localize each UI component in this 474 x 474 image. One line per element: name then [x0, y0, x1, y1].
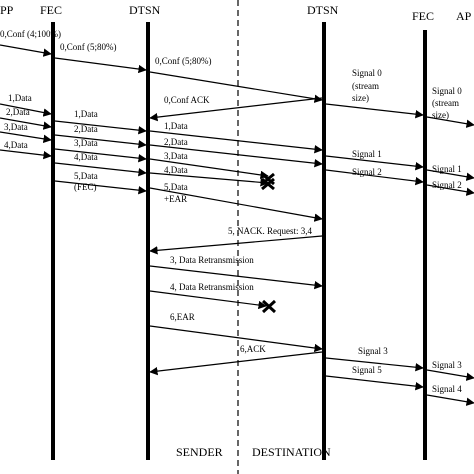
- arrow-signal5-dtsn-fec: [325, 375, 424, 391]
- loss-mark-4: [261, 177, 275, 191]
- arrow-signal3-fec-app: [426, 369, 474, 381]
- label-signal0-a-3: size): [352, 93, 369, 103]
- footer-destination: DESTINATION: [252, 445, 331, 459]
- arrow-app-data-3: [0, 131, 52, 143]
- arrow-ear: [149, 325, 323, 353]
- label-signal2-a: Signal 2: [352, 167, 382, 177]
- label-signal0-b-1: Signal 0: [432, 86, 462, 96]
- arrow-signal1-fec-app: [426, 169, 474, 181]
- arrow-retrans3: [149, 265, 323, 290]
- label-signal0-a-2: (stream: [352, 81, 379, 91]
- arrow-signal3-dtsn-fec: [325, 357, 424, 372]
- label-ack: 6,ACK: [240, 344, 266, 354]
- label-app-data-3: 3,Data: [4, 122, 28, 132]
- label-signal0-a-1: Signal 0: [352, 68, 382, 78]
- arrow-app-data-4: [0, 149, 52, 160]
- header-dtsn-left: DTSN: [129, 3, 161, 17]
- header-fec-right: FEC: [412, 9, 434, 23]
- footer-sender: SENDER: [176, 445, 223, 459]
- header-app-right: AP: [456, 9, 472, 23]
- arrow-fec-data-2: [54, 134, 147, 149]
- label-conf-80-a: 0,Conf (5;80%): [60, 42, 117, 52]
- arrow-signal1-dtsn-fec: [325, 155, 424, 171]
- label-dtsn-data-3: 3,Data: [164, 151, 188, 161]
- label-app-data-1: 1,Data: [8, 93, 32, 103]
- label-dtsn-data-4: 4,Data: [164, 165, 188, 175]
- arrow-ack: [149, 351, 323, 376]
- label-conf-80-b: 0,Conf (5;80%): [155, 56, 212, 66]
- arrow-app-data-2: [0, 117, 52, 130]
- arrow-fec-data-1: [54, 120, 147, 135]
- label-fec-data-3: 3,Data: [74, 138, 98, 148]
- label-conf-100: 0,Conf (4;100%): [0, 29, 61, 39]
- label-fec-data-1: 1,Data: [74, 109, 98, 119]
- arrow-app-data-1: [0, 103, 52, 117]
- label-signal4-b: Signal 4: [432, 384, 462, 394]
- arrow-fec-data-4: [54, 162, 147, 177]
- label-dtsn-data-5: 5,Data: [164, 182, 188, 192]
- arrow-conf-app-fec: [0, 44, 52, 57]
- header-fec-left: FEC: [40, 3, 62, 17]
- label-retrans4: 4, Data Retransmission: [170, 282, 254, 292]
- arrow-dtsn-data-5: [149, 187, 323, 222]
- label-signal3-a: Signal 3: [358, 346, 388, 356]
- arrow-dtsn-data-1: [149, 130, 323, 154]
- arrow-dtsn-data-4: [149, 172, 269, 187]
- arrow-signal4-fec-app: [426, 394, 474, 406]
- arrow-dtsn-data-3: [149, 158, 269, 180]
- label-fec-data-note: (FEC): [74, 182, 97, 192]
- label-app-data-4: 4,Data: [4, 140, 28, 150]
- loss-mark-retrans4: [261, 299, 277, 314]
- label-ear: 6,EAR: [170, 312, 195, 322]
- header-app-left: PP: [0, 3, 14, 17]
- label-fec-data-2: 2,Data: [74, 124, 98, 134]
- label-conf-ack: 0,Conf ACK: [164, 95, 210, 105]
- label-signal0-b-2: (stream: [432, 98, 459, 108]
- arrow-signal2-fec-app: [426, 184, 474, 196]
- arrow-conf-fec-dtsn: [54, 57, 147, 74]
- label-retrans3: 3, Data Retransmission: [170, 255, 254, 265]
- arrow-dtsn-data-2: [149, 144, 323, 168]
- label-nack: 5, NACK. Request: 3,4: [228, 226, 312, 236]
- arrow-signal0-dtsn-fec: [325, 103, 424, 119]
- arrow-fec-data-3: [54, 148, 147, 163]
- label-dtsn-data-2: 2,Data: [164, 137, 188, 147]
- arrow-fec-data-5: [54, 180, 147, 195]
- header-dtsn-right: DTSN: [307, 3, 339, 17]
- label-fec-data-5: 5,Data: [74, 171, 98, 181]
- label-fec-data-4: 4,Data: [74, 152, 98, 162]
- label-signal5-a: Signal 5: [352, 365, 382, 375]
- label-signal3-b: Signal 3: [432, 360, 462, 370]
- label-signal1-a: Signal 1: [352, 149, 382, 159]
- label-dtsn-data-1: 1,Data: [164, 121, 188, 131]
- arrow-retrans4: [149, 290, 267, 310]
- arrow-conf-dtsn-dtsn: [149, 71, 323, 103]
- arrow-signal0-fec-app: [426, 116, 474, 128]
- arrow-nack: [149, 235, 323, 255]
- label-signal2-b: Signal 2: [432, 180, 462, 190]
- label-dtsn-data-ear: +EAR: [164, 194, 187, 204]
- label-app-data-2: 2,Data: [6, 107, 30, 117]
- label-signal1-b: Signal 1: [432, 164, 462, 174]
- label-signal0-b-3: size): [432, 110, 449, 120]
- arrow-signal2-dtsn-fec: [325, 169, 424, 186]
- arrow-conf-ack: [149, 97, 323, 122]
